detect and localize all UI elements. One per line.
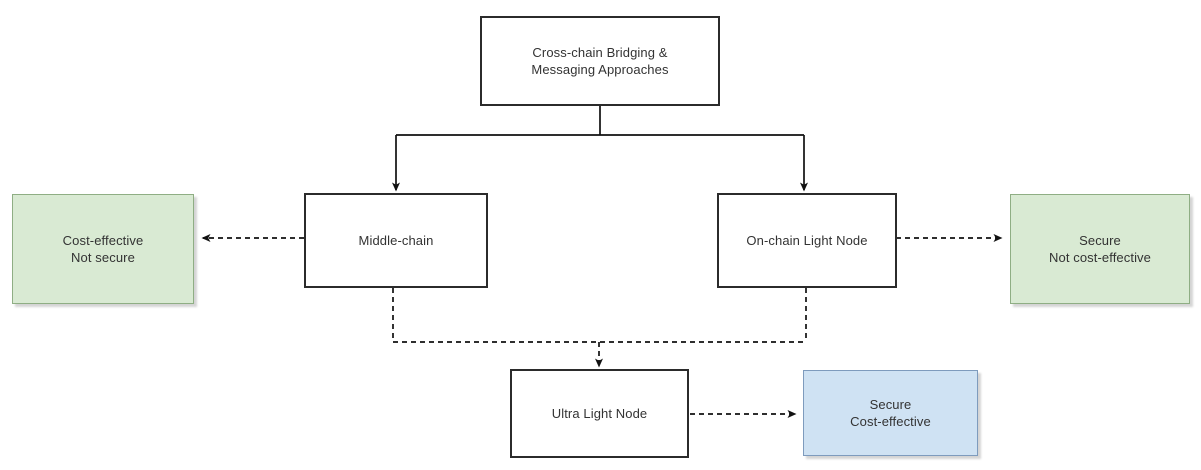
node-middle-chain-outcome-label: Cost-effective Not secure [62, 233, 144, 265]
node-ultra-light-node[interactable]: Ultra Light Node [510, 369, 689, 458]
node-on-chain-outcome-label: Secure Not cost-effective [1049, 233, 1151, 265]
edge-branches-to-ultralightnode [392, 288, 807, 368]
node-middle-chain-label: Middle-chain [358, 233, 434, 248]
node-root-label: Cross-chain Bridging & Messaging Approac… [531, 45, 669, 77]
node-on-chain-light-node-label: On-chain Light Node [746, 233, 868, 248]
node-on-chain-outcome[interactable]: Secure Not cost-effective [1010, 194, 1190, 304]
node-middle-chain[interactable]: Middle-chain [304, 193, 488, 288]
node-on-chain-light-node[interactable]: On-chain Light Node [717, 193, 897, 288]
node-root[interactable]: Cross-chain Bridging & Messaging Approac… [480, 16, 720, 106]
node-ultra-light-node-label: Ultra Light Node [551, 406, 648, 421]
node-ultra-light-outcome-label: Secure Cost-effective [850, 397, 931, 429]
edge-root-to-branches [392, 105, 808, 192]
node-middle-chain-outcome[interactable]: Cost-effective Not secure [12, 194, 194, 304]
node-ultra-light-outcome[interactable]: Secure Cost-effective [803, 370, 978, 456]
